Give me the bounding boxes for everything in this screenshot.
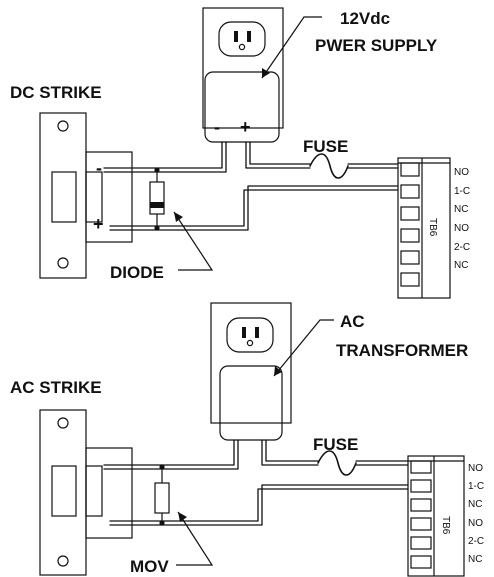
diode-leader-arrow bbox=[174, 212, 183, 222]
mov-leader-line bbox=[176, 511, 214, 566]
ac-terminal-5: 2-C bbox=[468, 536, 484, 547]
dc-power-supply: - + bbox=[204, 71, 280, 143]
dc-strike-label: DC STRIKE bbox=[10, 83, 102, 102]
transformer-label-line2: TRANSFORMER bbox=[336, 341, 468, 360]
dc-terminal-block: TB6 NO 1-C NC NO 2-C NC bbox=[397, 157, 470, 299]
dc-terminal-6: NC bbox=[454, 260, 468, 271]
ac-mov: MOV bbox=[130, 464, 214, 576]
supply-minus-sign: - bbox=[214, 117, 220, 137]
ac-terminal-3: NC bbox=[468, 499, 482, 510]
supply-leader-line bbox=[261, 16, 322, 79]
ac-circuit: AC TRANSFORMER AC STRIKE bbox=[10, 302, 484, 577]
dc-terminal-2: 1-C bbox=[454, 186, 470, 197]
dc-strike: - + bbox=[39, 112, 133, 279]
ac-terminal-1: NO bbox=[468, 463, 483, 474]
dc-terminal-1: NO bbox=[454, 167, 469, 178]
dc-diode: DIODE bbox=[110, 167, 214, 282]
ac-mov-label: MOV bbox=[130, 557, 169, 576]
dc-fuse: FUSE bbox=[303, 137, 349, 179]
ac-terminal-4: NO bbox=[468, 518, 483, 529]
ac-strike-label: AC STRIKE bbox=[10, 378, 102, 397]
dc-wires bbox=[103, 141, 399, 231]
diode-leader-line bbox=[173, 211, 214, 271]
ac-strike bbox=[39, 409, 133, 576]
ac-terminal-block: TB6 NO 1-C NC NO 2-C NC bbox=[407, 455, 484, 577]
dc-circuit: - + 12Vdc PWER SUPPLY DC STRIKE - + bbox=[10, 7, 470, 299]
dc-diode-label: DIODE bbox=[110, 263, 164, 282]
ac-terminal-screws bbox=[410, 460, 432, 569]
supply-label-line1: 12Vdc bbox=[340, 9, 390, 28]
ac-terminal-6: NC bbox=[468, 554, 482, 565]
ac-terminal-2: 1-C bbox=[468, 481, 484, 492]
transformer-leader-arrow bbox=[274, 366, 282, 376]
dc-fuse-label: FUSE bbox=[303, 137, 348, 156]
ac-wall-outlet bbox=[210, 302, 292, 424]
supply-label-line2: PWER SUPPLY bbox=[315, 36, 438, 55]
supply-leader-arrow bbox=[262, 68, 270, 78]
dc-strike-minus: - bbox=[96, 158, 102, 178]
dc-tb-label: TB6 bbox=[427, 218, 438, 237]
dc-terminal-5: 2-C bbox=[454, 242, 470, 253]
ac-fuse-label: FUSE bbox=[313, 435, 358, 454]
ac-transformer bbox=[219, 365, 283, 441]
dc-terminal-4: NO bbox=[454, 223, 469, 234]
dc-strike-plus: + bbox=[93, 214, 104, 234]
transformer-leader-line bbox=[273, 319, 334, 377]
dc-terminal-screws bbox=[400, 162, 420, 287]
ac-tb-label: TB6 bbox=[440, 516, 451, 535]
mov-leader-arrow bbox=[178, 512, 187, 522]
ac-fuse: FUSE bbox=[313, 435, 358, 476]
ac-wires bbox=[103, 439, 409, 526]
dc-terminal-3: NC bbox=[454, 204, 468, 215]
transformer-label-line1: AC bbox=[340, 312, 365, 331]
dc-wall-outlet bbox=[202, 7, 284, 129]
supply-plus-sign: + bbox=[240, 117, 251, 137]
